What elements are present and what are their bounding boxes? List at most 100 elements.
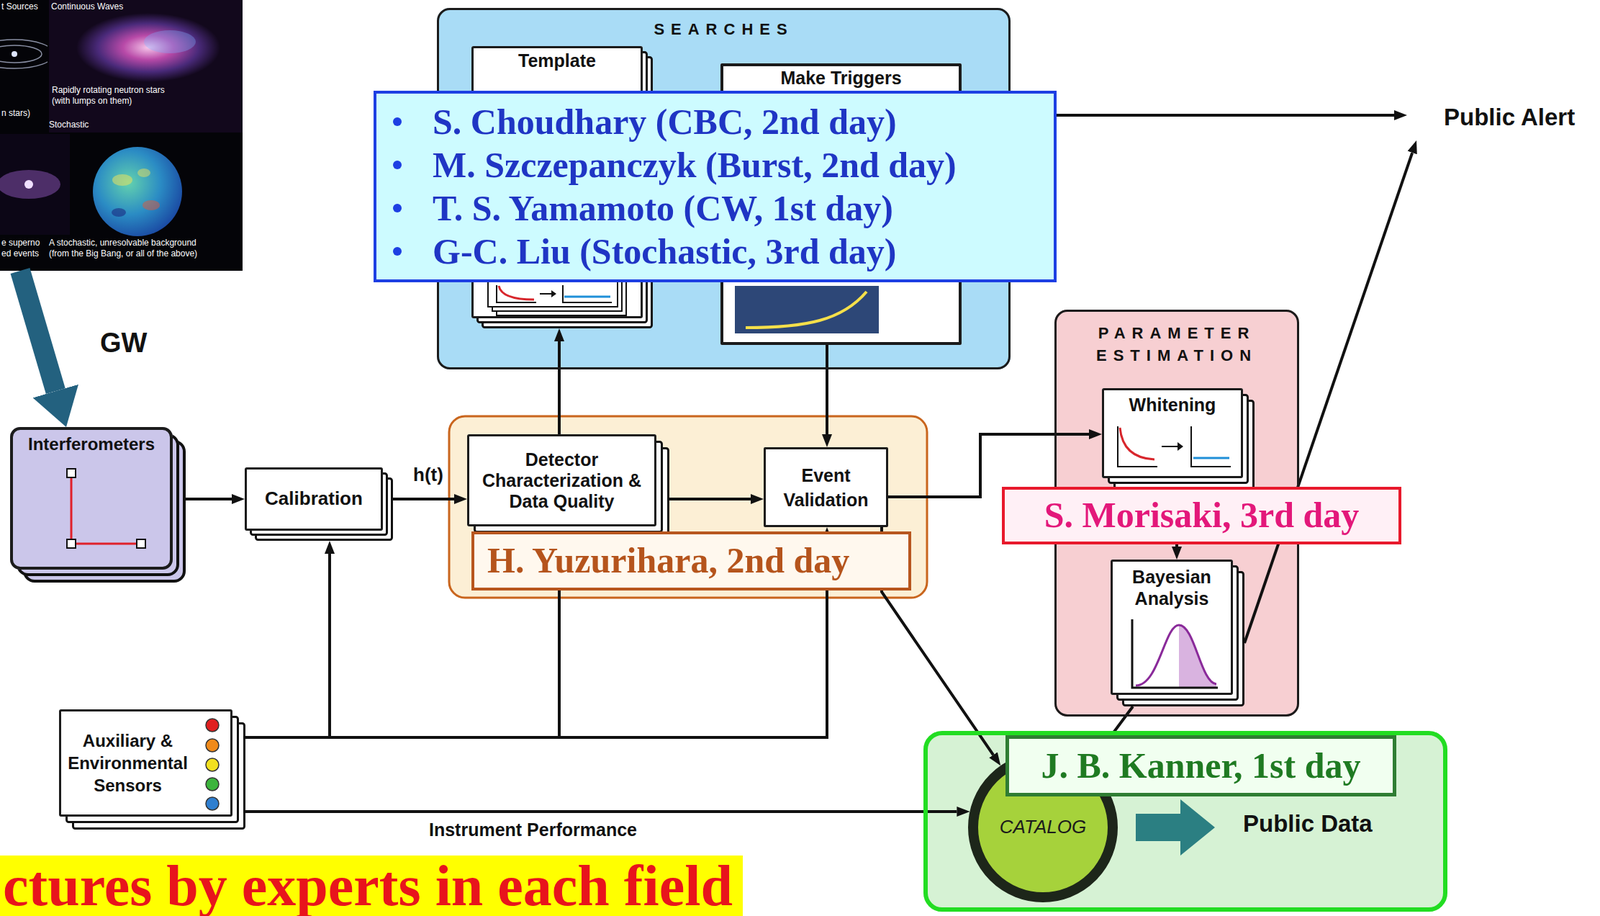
box-label: Public Data: [1243, 809, 1373, 838]
quality-group: [449, 416, 928, 598]
plot-axis: [496, 285, 537, 303]
box-label: T. S. Yamamoto (CW, 1st day): [432, 186, 894, 230]
cmb-spot: [142, 200, 160, 211]
box-label: H. Yuzurihara, 2nd day: [487, 539, 850, 582]
whitening-icon: [1117, 426, 1231, 467]
edge-label: Instrument Performance: [428, 819, 637, 840]
box-fill: [10, 426, 173, 570]
mirror: [66, 539, 76, 548]
cmb-sphere: [92, 146, 183, 237]
speaker-callout: J. B. Kanner, 1st day: [1005, 734, 1397, 797]
stacked-box: Whitening: [1101, 387, 1244, 478]
cmb-spot: [137, 168, 151, 178]
box-fill: [244, 467, 383, 531]
small-arrow-head: [551, 290, 557, 298]
connector-arrow: [392, 497, 455, 501]
box-fill: [1101, 387, 1244, 478]
interferometer-symbol: [66, 468, 146, 548]
output-label: Public Alert: [1407, 93, 1598, 141]
speaker-callout: S. Choudhary (CBC, 2nd day)M. Szczepancz…: [373, 90, 1057, 283]
box-label: Public Alert: [1443, 103, 1575, 131]
speaker-callout: S. Morisaki, 3rd day: [1001, 486, 1402, 545]
group-box: CATALOG J. B. Kanner, 1st dayPublic Data: [923, 730, 1448, 912]
speaker-callout: H. Yuzurihara, 2nd day: [471, 531, 912, 591]
wave-arrow: [20, 270, 56, 391]
orbit-art: [0, 39, 48, 69]
box-label: S. Morisaki, 3rd day: [1044, 494, 1360, 537]
red-curve: [498, 285, 535, 300]
mirror: [66, 468, 76, 478]
nebula-ground: [48, 0, 243, 133]
stacked-box: Interferometers: [10, 426, 173, 570]
cmb-spot: [111, 208, 126, 217]
image-caption: Continuous Waves: [51, 1, 124, 13]
plot-axis: [1191, 426, 1231, 467]
data-group-fill: [923, 730, 1448, 912]
stacked-box: Calibration: [244, 467, 383, 531]
sensor-dot: [205, 738, 219, 752]
edge-label: GW: [100, 327, 147, 360]
sensor-dot: [205, 718, 219, 732]
box-label: PARAMETER ESTIMATION: [1086, 321, 1267, 367]
box-fill: [59, 708, 233, 817]
astro-image-panel: t SourcesContinuous WavesRapidly rotatin…: [0, 0, 243, 271]
galaxy-core: [24, 179, 34, 189]
box-label: SEARCHES: [653, 20, 794, 39]
bullet-dot: [392, 246, 402, 256]
box-label: S. Choudhary (CBC, 2nd day): [432, 100, 897, 144]
box-label: Make Triggers: [780, 67, 902, 89]
orbit: [0, 45, 42, 63]
mirror: [136, 539, 146, 548]
box-label: Interferometers: [28, 434, 155, 455]
box-label: J. B. Kanner, 1st day: [1040, 744, 1361, 787]
box-label: Detector Characterization & Data Quality: [476, 449, 648, 512]
posterior-icon: [1132, 618, 1218, 688]
box-label: Auxiliary & Environmental Sensors: [65, 729, 191, 797]
bullet-row: G-C. Liu (Stochastic, 3rd day): [392, 229, 897, 273]
cmb-spot: [112, 174, 133, 186]
box-fill: [1110, 559, 1233, 695]
connector-arrow: [245, 553, 330, 738]
image-caption: Stochastic: [48, 119, 89, 131]
red-curve: [1119, 427, 1155, 460]
connector-arrow: [1244, 152, 1413, 643]
banner-text: ctures by experts in each field: [0, 855, 743, 916]
image-caption: n stars): [1, 107, 31, 119]
connector-arrow: [557, 341, 561, 435]
box-label: Event Validation: [771, 462, 881, 512]
stacked-box: Detector Characterization & Data Quality: [467, 434, 657, 527]
star: [11, 51, 18, 57]
plot-axis: [1132, 618, 1218, 688]
galaxy: [0, 169, 61, 199]
bullet-dot: [392, 160, 402, 170]
stacked-box: Auxiliary & Environmental Sensors: [59, 708, 233, 817]
block-arrow: [1135, 798, 1215, 856]
image-caption: ed events: [1, 248, 39, 260]
box-label: CATALOG: [999, 816, 1087, 838]
connector-arrow: [825, 344, 829, 435]
image-caption: t Sources: [1, 1, 39, 13]
plot-axis: [1117, 426, 1158, 467]
bullet-row: S. Choudhary (CBC, 2nd day): [392, 100, 897, 144]
nebula-filament: [143, 30, 196, 54]
nebula: [76, 12, 221, 83]
bullet-row: M. Szczepanczyk (Burst, 2nd day): [392, 143, 957, 187]
bullet-dot: [392, 203, 402, 213]
sensor-dot: [205, 757, 219, 771]
image-ground: [0, 0, 243, 271]
bullet-dot: [392, 117, 402, 126]
image-caption: e superno: [1, 237, 40, 249]
orbit: [0, 39, 48, 69]
chirp-curve: [745, 291, 867, 328]
box-label: Whitening: [1129, 394, 1217, 416]
sensor-dot: [205, 796, 219, 810]
small-arrow-head: [1177, 441, 1184, 451]
edge-label: h(t): [413, 464, 444, 486]
posterior-curve: [1135, 624, 1217, 686]
connector-arrow: [1010, 113, 1395, 117]
box-label: G-C. Liu (Stochastic, 3rd day): [432, 229, 897, 273]
stacked-box: Bayesian Analysis: [1110, 559, 1233, 695]
plot-axis: [562, 285, 612, 303]
sensor-dots: [205, 718, 219, 810]
connector-arrow: [185, 497, 232, 501]
